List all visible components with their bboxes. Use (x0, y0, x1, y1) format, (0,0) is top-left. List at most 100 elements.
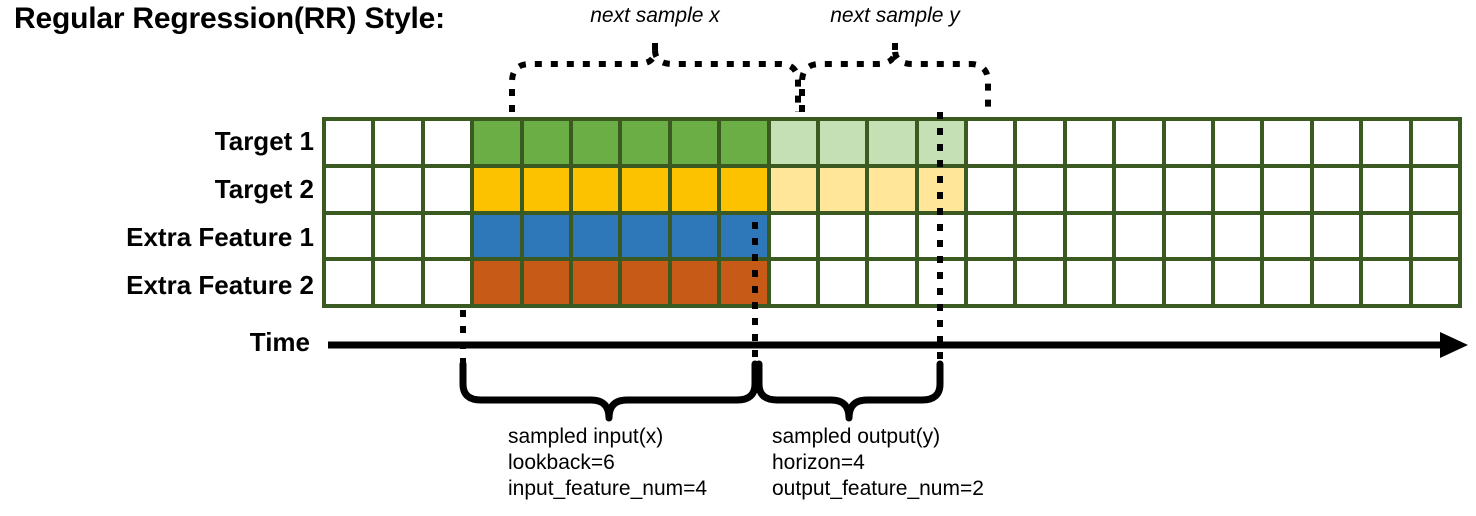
grid-cell-r1-c15 (1017, 121, 1063, 164)
grid-cell-r4-c17 (1116, 261, 1162, 304)
grid-cell-r4-c6 (572, 261, 619, 304)
grid-cell-r4-c18 (1165, 261, 1212, 304)
grid-cell-r3-c12 (869, 214, 915, 258)
grid-cell-r1-c23 (1412, 121, 1458, 164)
grid-cell-r2-c22 (1363, 167, 1409, 211)
row-label-extra-feature-2: Extra Feature 2 (126, 270, 314, 300)
grid-cell-r4-c12 (869, 261, 915, 304)
grid-cell-r2-c6 (572, 167, 619, 211)
grid-cell-r1-c18 (1165, 121, 1212, 164)
sampled-input-line-3: input_feature_num=4 (508, 477, 708, 500)
grid-cell-r2-c10 (770, 167, 816, 211)
grid-cell-r1-c22 (1363, 121, 1409, 164)
grid-cell-r2-c4 (474, 167, 520, 211)
row-label-target-1: Target 1 (214, 126, 314, 156)
grid-cell-r3-c3 (424, 214, 471, 258)
grid-cell-r3-c7 (622, 214, 668, 258)
page-title: Regular Regression(RR) Style: (14, 2, 445, 35)
grid-cell-r1-c6 (572, 121, 619, 164)
grid-cell-r3-c18 (1165, 214, 1212, 258)
grid-cell-r4-c2 (375, 261, 421, 304)
grid-cell-r2-c16 (1066, 167, 1113, 211)
grid-cell-r3-c19 (1215, 214, 1261, 258)
grid-cell-r1-c21 (1313, 121, 1360, 164)
grid-cell-r3-c9 (721, 214, 767, 258)
grid-cell-r4-c19 (1215, 261, 1261, 304)
grid-cell-r4-c13 (918, 261, 965, 304)
grid-cell-r1-c13 (918, 121, 965, 164)
grid-cell-r4-c4 (474, 261, 520, 304)
caption-sampled-output: sampled output(y) horizon=4 output_featu… (772, 424, 984, 502)
grid-cell-r2-c9 (721, 167, 767, 211)
grid-cell-r1-c2 (375, 121, 421, 164)
grid-cell-r3-c14 (968, 214, 1014, 258)
grid-cell-r4-c9 (721, 261, 767, 304)
grid-cell-r4-c8 (671, 261, 718, 304)
grid-cell-r1-c1 (326, 121, 372, 164)
grid-cell-r4-c20 (1264, 261, 1310, 304)
grid-cell-r3-c8 (671, 214, 718, 258)
grid-cell-r2-c14 (968, 167, 1014, 211)
grid-cell-r2-c23 (1412, 167, 1458, 211)
grid-cell-r1-c19 (1215, 121, 1261, 164)
grid-cell-r4-c3 (424, 261, 471, 304)
time-axis-label: Time (249, 327, 310, 357)
caption-sampled-input: sampled input(x) lookback=6 input_featur… (508, 424, 707, 502)
grid-cell-r3-c15 (1017, 214, 1063, 258)
grid-cell-r1-c17 (1116, 121, 1162, 164)
grid-cell-r4-c14 (968, 261, 1014, 304)
row-label-target-2: Target 2 (214, 174, 314, 204)
grid-cell-r2-c17 (1116, 167, 1162, 211)
grid-cell-r2-c8 (671, 167, 718, 211)
grid-cell-r2-c7 (622, 167, 668, 211)
grid-cell-r1-c4 (474, 121, 520, 164)
grid-cell-r1-c9 (721, 121, 767, 164)
grid-cell-r2-c5 (523, 167, 569, 211)
sampled-output-line-2: horizon=4 (772, 451, 865, 474)
grid-cell-r3-c6 (572, 214, 619, 258)
grid-cell-r4-c5 (523, 261, 569, 304)
grid-cell-r2-c12 (869, 167, 915, 211)
timeseries-grid (322, 117, 1462, 308)
grid-cell-r1-c3 (424, 121, 471, 164)
caption-next-sample-x: next sample x (590, 4, 720, 27)
grid-row-1 (326, 121, 1458, 164)
grid-cell-r2-c19 (1215, 167, 1261, 211)
grid-cell-r4-c21 (1313, 261, 1360, 304)
grid-cell-r2-c11 (819, 167, 866, 211)
grid-cell-r4-c7 (622, 261, 668, 304)
grid-cell-r3-c17 (1116, 214, 1162, 258)
grid-cell-r3-c2 (375, 214, 421, 258)
grid-cell-r2-c1 (326, 167, 372, 211)
grid-cell-r1-c16 (1066, 121, 1113, 164)
grid-cell-r1-c20 (1264, 121, 1310, 164)
grid-cell-r3-c21 (1313, 214, 1360, 258)
grid-cell-r3-c22 (1363, 214, 1409, 258)
grid-cell-r1-c11 (819, 121, 866, 164)
grid-cell-r2-c2 (375, 167, 421, 211)
grid-cell-r1-c12 (869, 121, 915, 164)
grid-cell-r1-c14 (968, 121, 1014, 164)
grid-cell-r3-c20 (1264, 214, 1310, 258)
time-axis-arrow (328, 332, 1468, 358)
sampled-output-line-3: output_feature_num=2 (772, 477, 984, 500)
grid-cell-r2-c20 (1264, 167, 1310, 211)
grid-cell-r3-c4 (474, 214, 520, 258)
grid-cell-r4-c1 (326, 261, 372, 304)
grid-cell-r4-c16 (1066, 261, 1113, 304)
sampled-output-line-1: sampled output(y) (772, 425, 941, 448)
grid-cell-r4-c22 (1363, 261, 1409, 304)
grid-cell-r3-c16 (1066, 214, 1113, 258)
grid-cell-r3-c10 (770, 214, 816, 258)
grid-row-2 (326, 167, 1458, 211)
grid-cell-r2-c18 (1165, 167, 1212, 211)
grid-cell-r3-c1 (326, 214, 372, 258)
grid-cell-r4-c10 (770, 261, 816, 304)
grid-cell-r4-c11 (819, 261, 866, 304)
grid-row-3 (326, 214, 1458, 258)
grid-cell-r1-c7 (622, 121, 668, 164)
grid-cell-r2-c13 (918, 167, 965, 211)
sampled-input-line-1: sampled input(x) (508, 425, 664, 448)
grid-cell-r1-c5 (523, 121, 569, 164)
